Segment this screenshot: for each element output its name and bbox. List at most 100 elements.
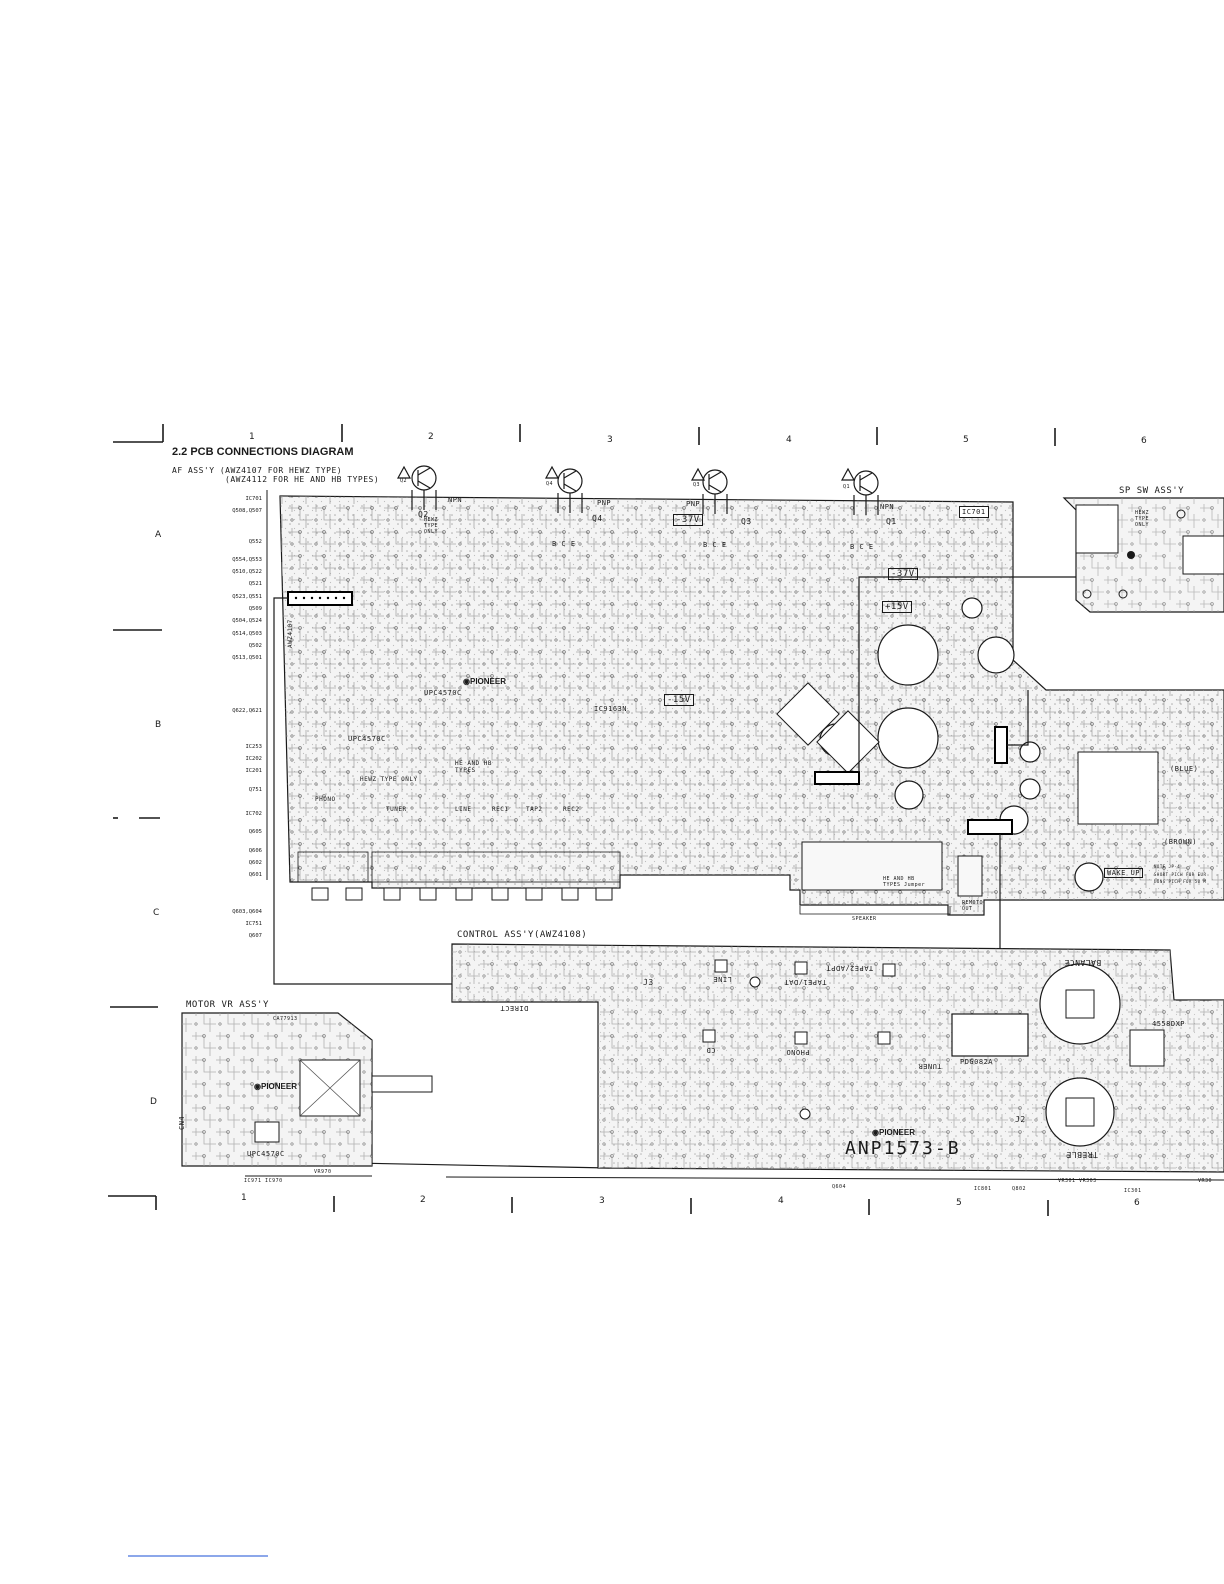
balance-label: BALANCE [1064,958,1102,967]
bottom-ref: IC971 IC970 [244,1178,283,1184]
note-eur: SHORT PICH FOR EUR [1154,872,1207,877]
tuner-label: TUNER [918,1062,942,1070]
transistor-symbols [396,465,879,515]
col-number-top: 1 [249,432,255,442]
pioneer-logo: ◉PIONEER [254,1082,297,1091]
awz-label: AWZ4107 [287,619,294,648]
col-number-bottom: 4 [778,1196,784,1206]
hewz-note: HEWZ TYPE ONLY [360,776,418,783]
label-npn: NPN [880,503,895,511]
bottom-ref: VR970 [314,1169,332,1175]
ref-q1: Q1 [843,484,851,490]
ic-9163n: IC9163N [594,705,628,713]
voltage-minus37: -37V [888,568,918,580]
col-number-top: 3 [607,435,613,445]
label-pnp: PNP [686,500,701,508]
bottom-ref: Q802 [1012,1186,1027,1192]
note-50m: LONG PICH FOR 50 M [1154,879,1207,884]
tape2-label: TAPE2/ADPT [826,964,874,972]
row-letter: C [153,908,160,918]
pioneer-icon: ◉ [254,1082,261,1091]
col-number-bottom: 2 [420,1195,426,1205]
col-number-top: 4 [786,435,792,445]
col-number-top: 6 [1141,436,1147,446]
pioneer-icon: ◉ [463,677,470,686]
wire-blue: (BLUE) [1170,765,1199,773]
q4-label: Q4 [592,514,603,523]
pioneer-icon: ◉ [872,1128,879,1137]
voltage-plus15: +15V [882,601,912,613]
bottom-ref: IC801 [974,1186,992,1192]
cn4-label: CN4 [178,1115,186,1130]
col-number-bottom: 5 [956,1198,962,1208]
j3-label: J3 [643,978,654,987]
ref-q2: Q2 [400,478,408,484]
motor-part: CA77913 [273,1016,298,1022]
row-letter: A [155,530,162,540]
ic-pdg082a: PDG082A [960,1058,994,1066]
hewz-note: HEWZ TYPE ONLY [424,517,439,535]
sp-sw-board [1062,497,1224,613]
rca-jacks [311,887,613,901]
pioneer-logo: ◉PIONEER [872,1128,915,1137]
input-rec1: REC1 [492,806,509,813]
control-assy-board [451,943,1224,1173]
j2-label: J2 [1015,1115,1026,1124]
bottom-ref: IC301 [1124,1188,1142,1194]
sp-sw-title: SP SW ASS'Y [1119,486,1185,496]
motor-ic-label: UPC4570C [247,1150,285,1158]
ic-upc4570c: UPC4570C [424,689,462,697]
af-assy-board [279,495,1224,916]
col-number-top: 2 [428,432,434,442]
remote-out-label: REMOTO OUT [962,900,984,912]
input-phono: PHONO [315,796,336,803]
col-number-bottom: 1 [241,1193,247,1203]
he-hb-note: HE AND HB TYPES [455,760,493,774]
bottom-ref: Q604 [832,1184,847,1190]
direct-label: DIRECT [500,1004,529,1012]
pioneer-logo: ◉PIONEER [463,677,506,686]
input-line: LINE [455,806,472,813]
col-number-bottom: 6 [1134,1198,1140,1208]
q3-label: Q3 [741,517,752,526]
control-assy-title: CONTROL ASS'Y(AWZ4108) [457,930,588,940]
phono-label: PHONO [786,1048,810,1056]
wake-up-label: WAKE UP [1104,868,1144,878]
label-pnp: PNP [597,499,612,507]
tape1-label: TAPE1/DAT [784,978,827,986]
input-tuner: TUNER [386,806,407,813]
note-jp4: NOTE JP-4 [1154,864,1181,869]
frame-marks [108,424,1056,1216]
diagram-title: 2.2 PCB CONNECTIONS DIAGRAM [172,446,354,458]
row-letter: D [150,1097,157,1107]
ic701-label: IC701 [959,506,989,518]
input-rec2: REC2 [563,806,580,813]
row-letter: B [155,720,162,730]
cd-label: CD [706,1046,716,1054]
ic-upc4570c: UPC4570C [348,735,386,743]
input-tap2: TAP2 [526,806,543,813]
af-assy-line2: (AWZ4112 FOR HE AND HB TYPES) [225,475,380,484]
ic-4558: 4558DXP [1152,1020,1186,1028]
speaker-label: SPEAKER [852,916,877,922]
q1-label: Q1 [886,517,897,526]
sp-sw-hewz: HEWZ TYPE ONLY [1135,510,1150,528]
he-hb-jumper: HE AND HB TYPES Jumper [883,876,926,888]
col-number-top: 5 [963,435,969,445]
ref-q3: Q3 [693,482,701,488]
treble-label: TREBLE [1066,1150,1098,1159]
bce-label: B C E [850,543,874,551]
voltage-minus15: -15V [664,694,694,706]
bottom-ref: VR301 VR303 [1058,1178,1097,1184]
bce-label: B C E [552,540,576,548]
label-npn: NPN [448,496,463,504]
left-reference-list: IC701 Q508,Q507 Q552 Q554,Q553 Q510,Q522… [232,496,262,940]
motor-vr-title: MOTOR VR ASS'Y [186,1000,269,1010]
bottom-ref: VR30 [1198,1178,1213,1184]
bce-label: B C E [703,541,727,549]
ref-q4: Q4 [546,481,554,487]
af-assy-line1: AF ASS'Y (AWZ4107 FOR HEWZ TYPE) [172,466,343,475]
voltage-minus37: -37V [673,514,703,526]
col-number-bottom: 3 [599,1196,605,1206]
